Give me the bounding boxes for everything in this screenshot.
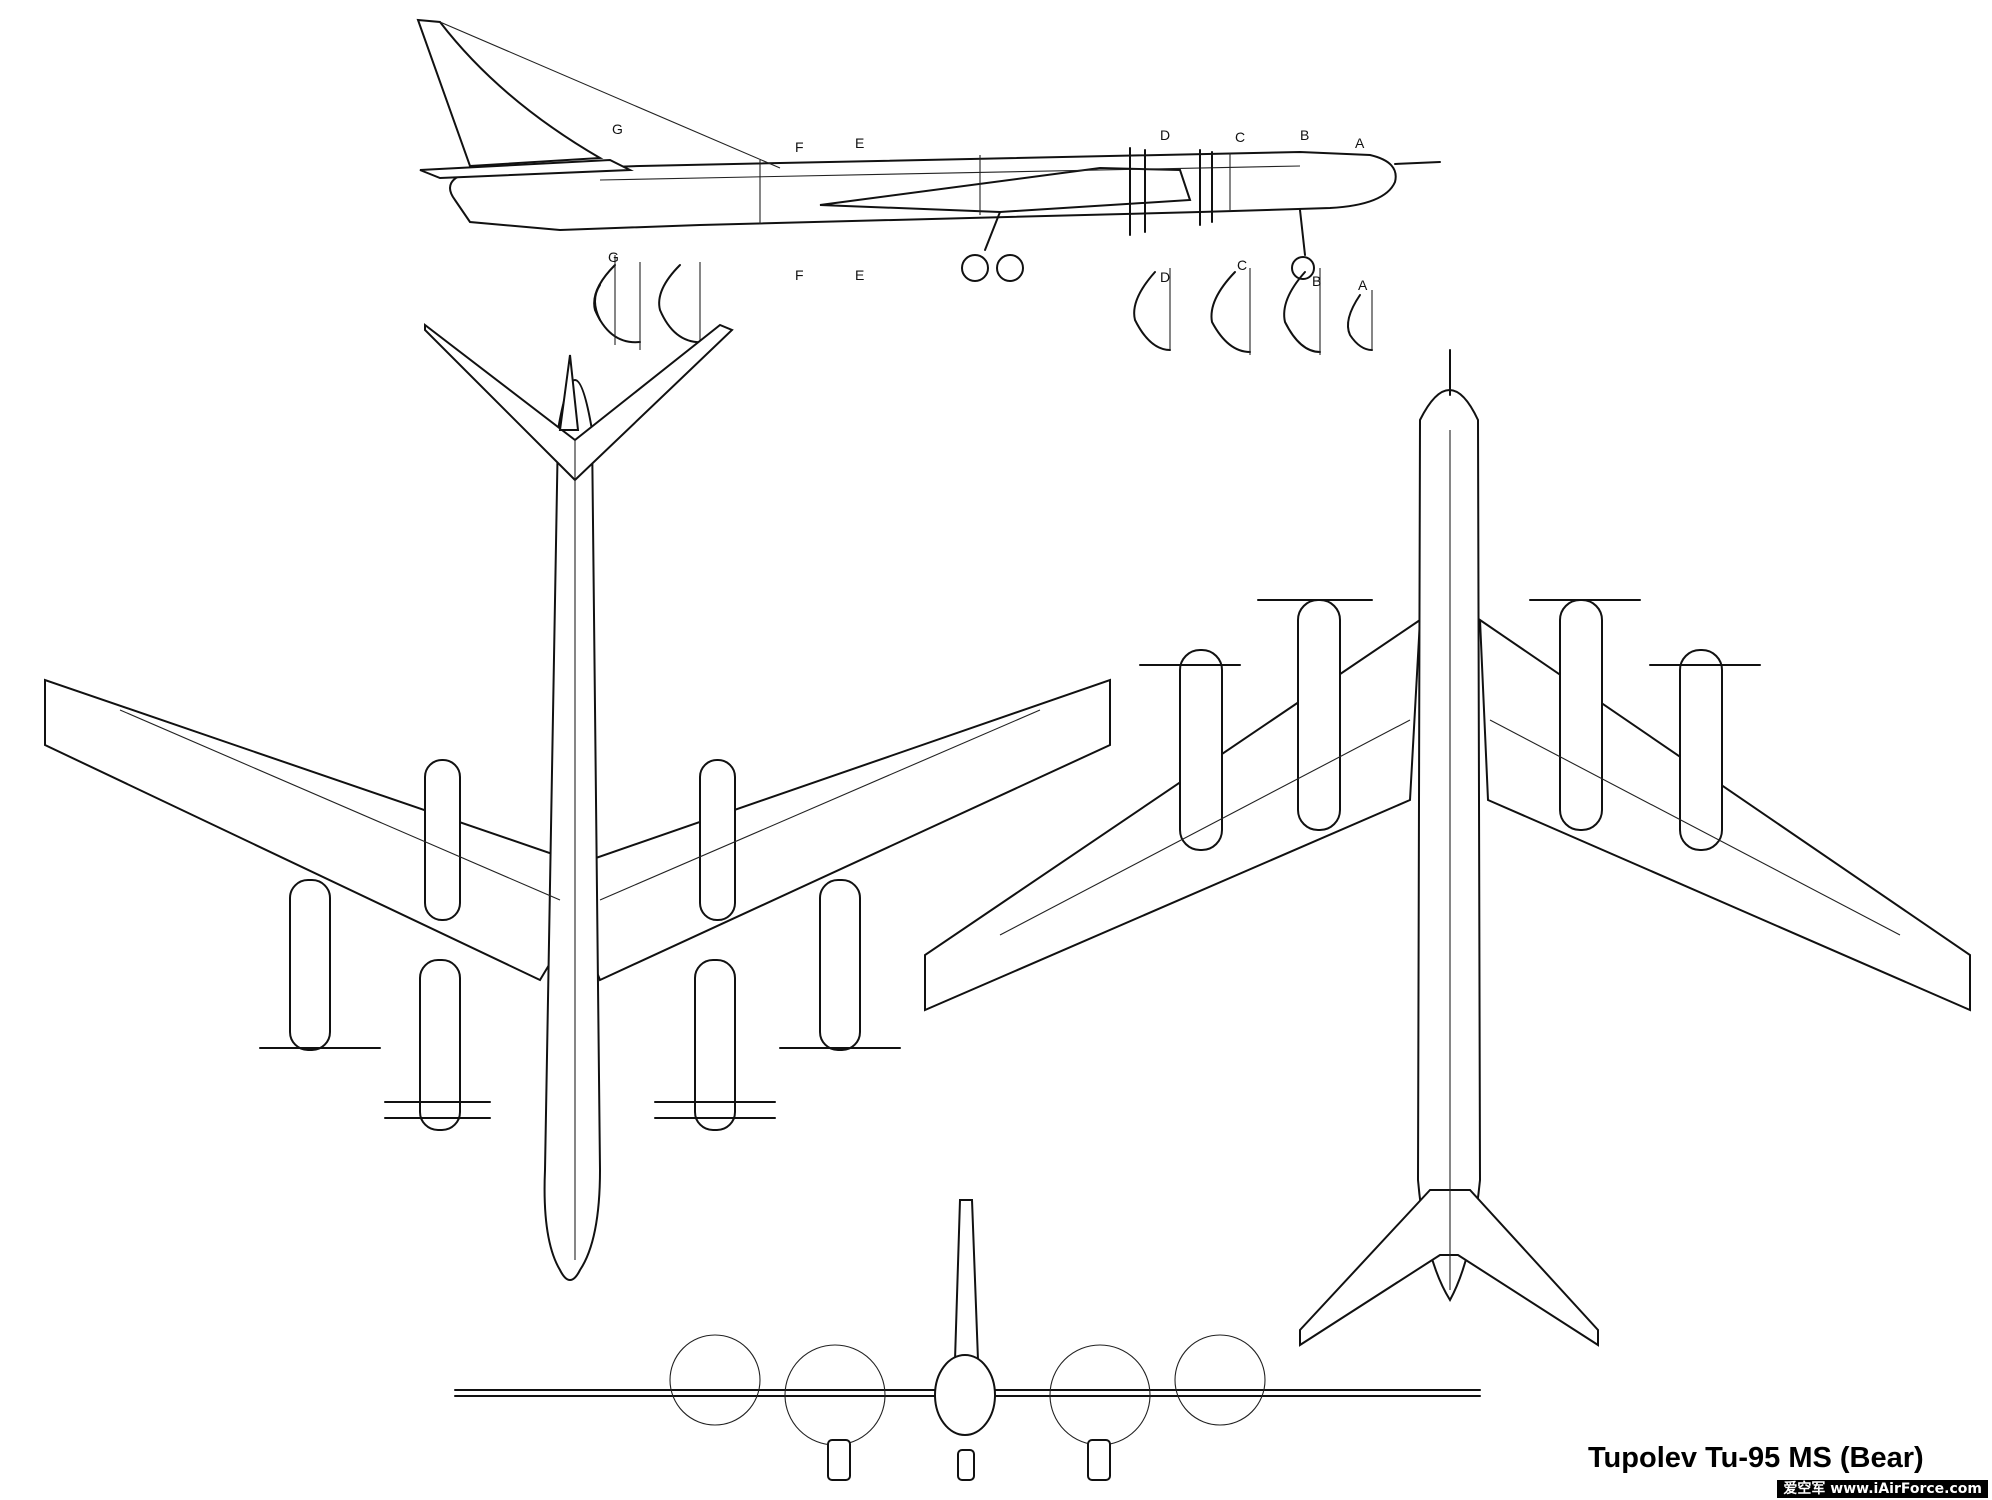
top-view	[44, 322, 1111, 1281]
section-mark-e: E	[855, 267, 864, 283]
section-mark-b: B	[1312, 273, 1321, 289]
section-label-c: C	[1235, 129, 1245, 145]
front-view	[454, 1199, 1481, 1481]
section-label-g: G	[612, 121, 623, 137]
section-label-b: B	[1300, 127, 1309, 143]
bottom-view	[924, 349, 1971, 1347]
section-mark-a: A	[1358, 277, 1368, 293]
section-label-a: A	[1355, 135, 1365, 151]
section-label-e: E	[855, 135, 864, 151]
cross-sections: G F E D C B A	[593, 249, 1373, 355]
section-label-f: F	[795, 139, 804, 155]
section-mark-d: D	[1160, 269, 1170, 285]
section-mark-c: C	[1237, 257, 1247, 273]
section-label-d: D	[1160, 127, 1170, 143]
section-mark-g: G	[608, 249, 619, 265]
section-mark-f: F	[795, 267, 804, 283]
drawing-title: Tupolev Tu-95 MS (Bear)	[1588, 1442, 1924, 1474]
side-view: G F E D C B A	[416, 18, 1441, 282]
watermark: 爱空军 www.iAirForce.com	[1777, 1480, 1988, 1498]
